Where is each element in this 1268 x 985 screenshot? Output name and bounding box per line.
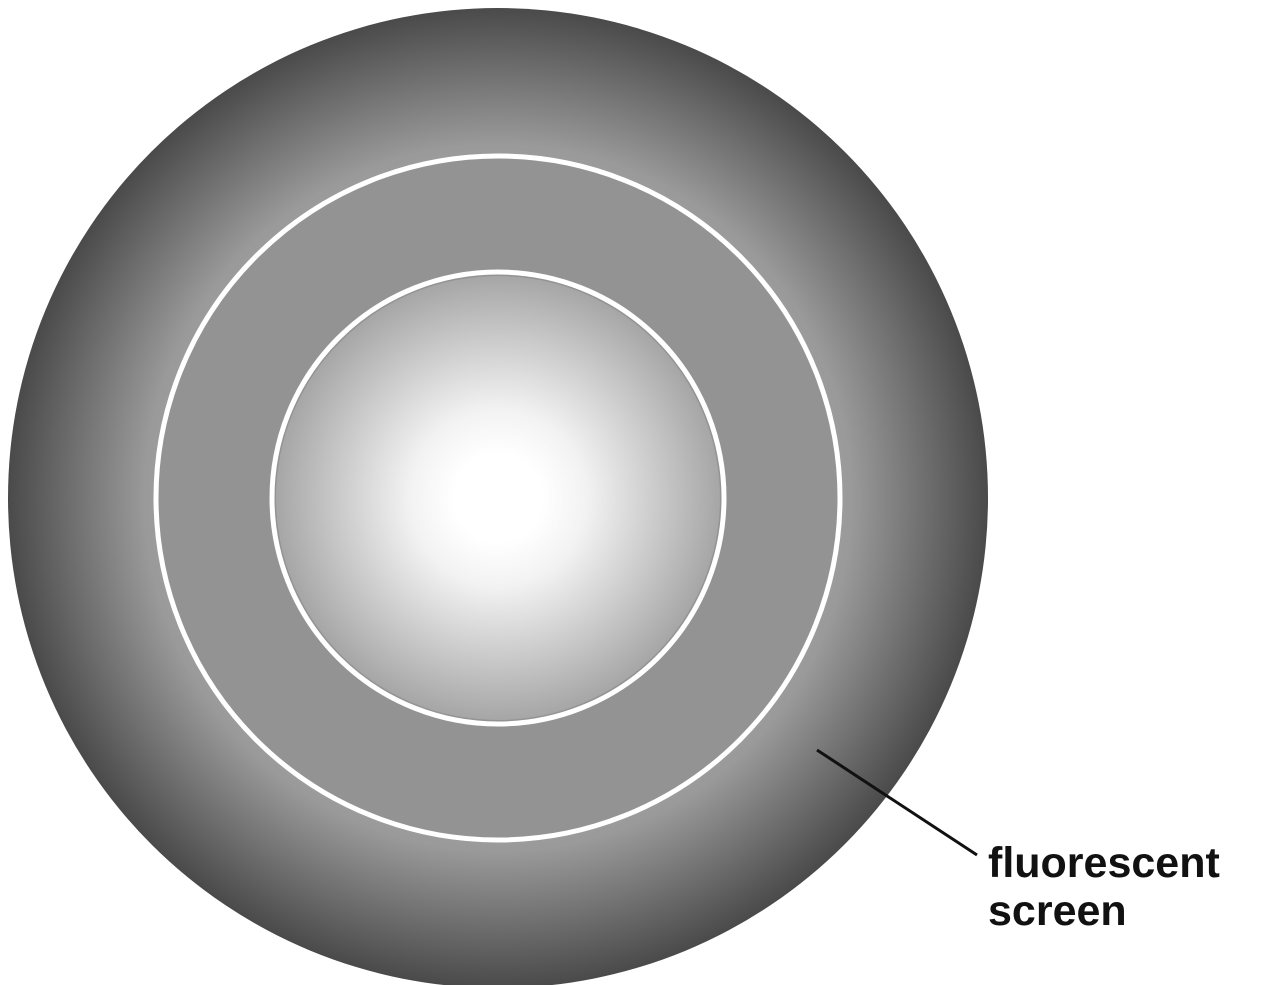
screen-label-line2: screen [988,887,1127,935]
central-spot [460,460,536,536]
screen-label-line1: fluorescent [988,839,1220,887]
